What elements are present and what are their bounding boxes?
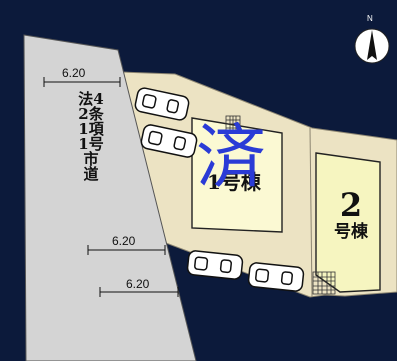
dimension-top: 6.20 [62, 66, 86, 80]
car-1 [134, 87, 190, 121]
road-label: 法42条1項1号市道 [78, 90, 104, 183]
building-2-label: 2 号棟 [330, 188, 372, 242]
lot-divider [309, 127, 313, 298]
sold-stamp: 済 [196, 116, 266, 198]
dimension-middle: 6.20 [112, 234, 136, 248]
building-1-suffix: 号棟 [220, 170, 261, 194]
building-1 [191, 117, 283, 233]
building-1-label: 1号棟 [207, 166, 261, 195]
road [23, 34, 197, 361]
car-3 [186, 250, 244, 280]
dimension-line-bottom [99, 287, 179, 297]
grid-mark-2 [312, 271, 336, 295]
dimension-line-top [43, 77, 121, 87]
compass-label: N [367, 14, 373, 23]
compass-icon [354, 28, 390, 64]
building-2 [315, 152, 381, 293]
grid-mark-1 [225, 115, 241, 133]
car-2 [140, 124, 198, 158]
building-1-number: 1 [207, 170, 221, 194]
dimension-line-middle [87, 245, 166, 255]
building-2-suffix: 号棟 [334, 222, 368, 242]
dimension-bottom: 6.20 [126, 277, 150, 291]
car-4 [247, 262, 305, 292]
building-2-number: 2 [339, 186, 363, 224]
